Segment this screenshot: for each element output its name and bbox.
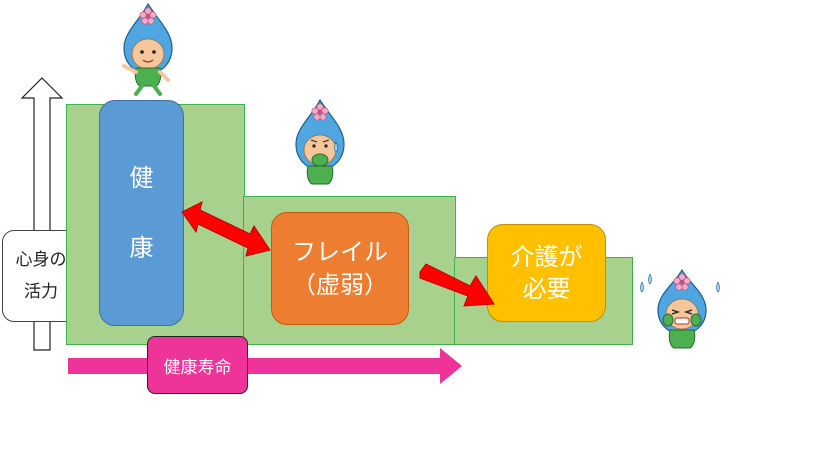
health-label-line1: 健 [129,163,154,192]
healthy-lifespan-text: 健康寿命 [163,357,232,378]
vitality-axis-arrow [20,77,64,351]
care-box: 介護が 必要 [487,224,606,322]
frailty-care-arrow [419,263,495,307]
health-frailty-double-arrow [181,201,271,257]
mascot-crying-icon [640,268,720,349]
mascot-worried-icon [295,98,345,185]
frailty-label-line2: （虚弱） [292,270,388,299]
health-box: 健 康 [99,100,184,326]
mascot-happy-icon [122,2,173,96]
care-label-line1: 介護が [510,242,583,271]
care-label-line2: 必要 [522,275,571,303]
axis-label-line2: 活力 [24,282,58,302]
axis-label-line1: 心身の [15,249,67,270]
healthy-lifespan-arrow [68,348,462,384]
health-label-line2: 康 [129,234,154,262]
frailty-box: フレイル （虚弱） [271,212,409,325]
frailty-label-line1: フレイル [292,238,388,267]
healthy-lifespan-label: 健康寿命 [147,336,248,394]
